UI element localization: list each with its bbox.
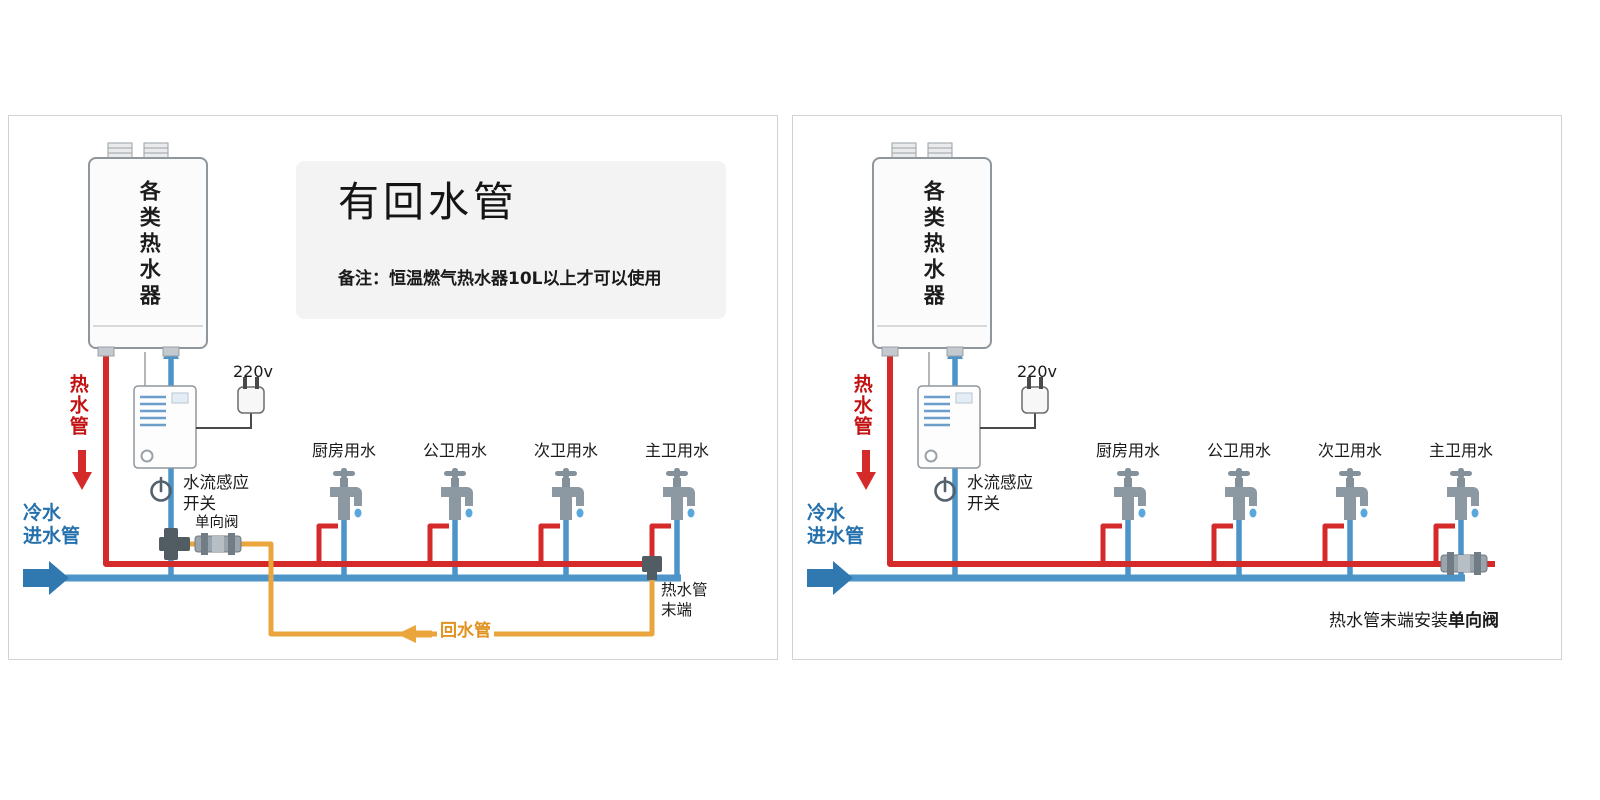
voltage-label: 220v [1017,362,1058,381]
faucet-label: 次卫用水 [533,441,598,460]
end-note-check-valve: 单向阀 [1448,611,1499,631]
right-panel: 各类热水器 220v 热水管 冷水 进水管 水流感应 开关 厨房用水 公卫用水 … [792,115,1562,660]
faucet-label: 公卫用水 [422,441,487,460]
return-pipe-label: 回水管 [437,621,494,643]
hot-water-pipes [72,352,671,567]
flow-sensor-box-icon [917,385,981,469]
flow-sensor-label: 水流感应 开关 [183,473,249,514]
faucet-icon [441,468,473,520]
flow-sensor-box-icon [133,385,197,469]
faucet-icon [1336,468,1368,520]
water-heater-icon [88,142,208,357]
end-check-valve-icon [1440,552,1488,575]
hot-down-arrow-icon [78,450,86,472]
left-panel: 各类热水器 有回水管 备注：恒温燃气热水器10L以上才可以使用 220v 热水管… [8,115,778,660]
voltage-label: 220v [233,362,274,381]
faucet-label: 主卫用水 [644,441,709,460]
hot-pipe-label: 热水管 [66,374,89,437]
hot-down-arrowhead-icon [72,472,92,490]
faucet-icon [1447,468,1479,520]
cold-inlet-arrow-icon [23,561,69,595]
check-valve-label: 单向阀 [195,515,239,531]
left-diagram-canvas [23,142,695,643]
power-plug-icon [980,377,1049,429]
cold-pipe-label: 冷水 进水管 [23,502,81,547]
end-note-prefix: 热水管末端安装 [1329,611,1448,631]
diagram-title: 有回水管 [338,178,518,226]
water-heater-icon [872,142,992,357]
cold-pipe-label: 冷水 进水管 [807,502,865,547]
faucet-icon [330,468,362,520]
faucet-icon [1114,468,1146,520]
hot-pipe-label: 热水管 [850,374,873,437]
hot-water-pipes [856,352,1495,567]
tee-fitting-icon [159,528,190,560]
right-diagram-canvas [807,142,1495,595]
cold-water-pipes [23,342,681,595]
faucet-label: 厨房用水 [311,441,376,460]
title-block: 有回水管 备注：恒温燃气热水器10L以上才可以使用 [296,161,726,319]
faucet-label: 主卫用水 [1428,441,1493,460]
hot-down-arrow-icon [862,450,870,472]
check-valve-icon [194,533,242,555]
hot-pipe-end-fitting-icon [642,556,662,580]
heater-label: 各类热水器 [137,180,162,310]
faucet-label: 厨房用水 [1095,441,1160,460]
diagram-note: 备注：恒温燃气热水器10L以上才可以使用 [338,269,662,289]
power-symbol-icon [934,476,956,502]
heater-label: 各类热水器 [921,180,946,310]
faucet-icon [1225,468,1257,520]
power-symbol-icon [150,476,172,502]
power-plug-icon [196,377,265,429]
cold-inlet-arrow-icon [807,561,853,595]
cold-water-pipes [807,342,1465,595]
hot-down-arrowhead-icon [856,472,876,490]
return-water-pipe [179,541,655,643]
faucet-label: 次卫用水 [1317,441,1382,460]
flow-sensor-label: 水流感应 开关 [967,473,1033,514]
return-arrow-icon [397,625,416,643]
return-arrow-tail [416,630,432,638]
faucet-icon [552,468,584,520]
faucet-icon [663,468,695,520]
hot-pipe-end-label: 热水管 末端 [661,581,708,620]
faucet-label: 公卫用水 [1206,441,1271,460]
end-install-note: 热水管末端安装单向阀 [1329,611,1499,632]
